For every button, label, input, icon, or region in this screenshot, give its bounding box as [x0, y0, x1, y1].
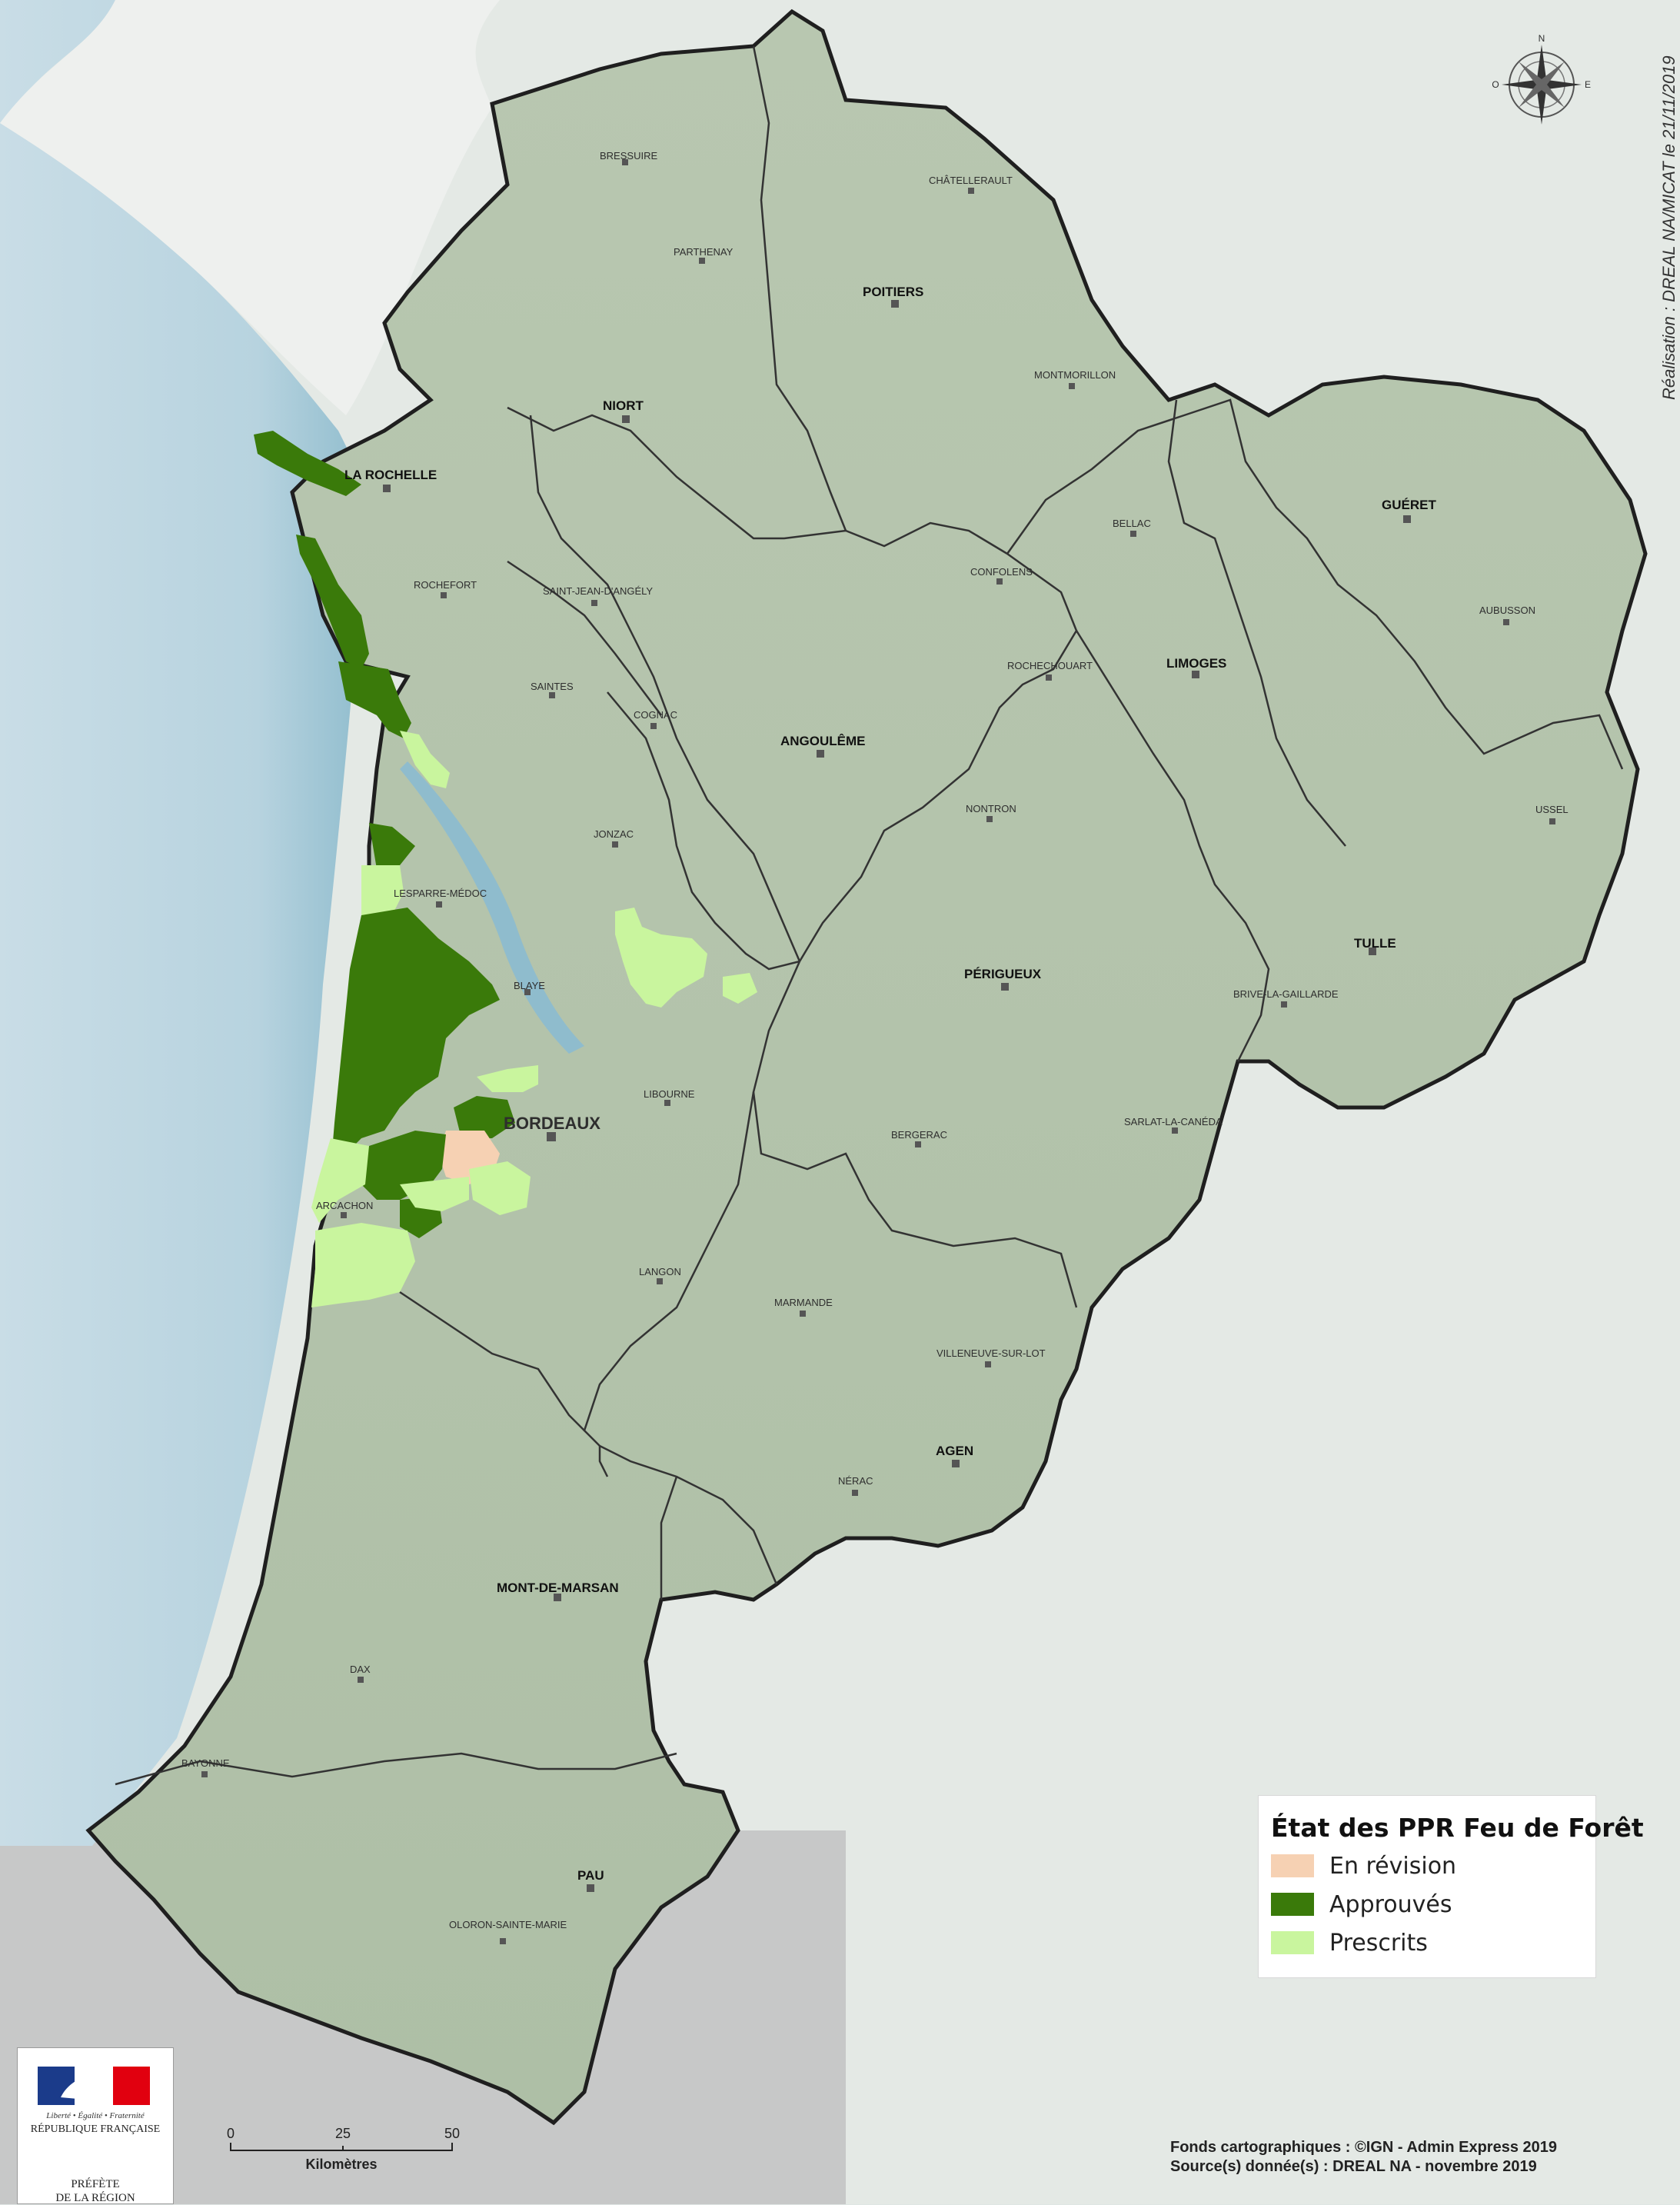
compass-n: N	[1539, 33, 1545, 44]
city-arcachon: ARCACHON	[316, 1200, 373, 1211]
city-cognac: COGNAC	[634, 709, 677, 721]
legend-swatch-prescrits	[1271, 1931, 1314, 1954]
legend-label-prescrits: Prescrits	[1329, 1929, 1428, 1957]
city-langon: LANGON	[639, 1266, 681, 1277]
city-agen: AGEN	[936, 1444, 973, 1458]
city-sarlat: SARLAT-LA-CANÉDA	[1124, 1116, 1223, 1127]
city-mont-de-marsan: MONT-DE-MARSAN	[497, 1580, 619, 1595]
legend-swatch-revision	[1271, 1854, 1314, 1877]
legend-item-prescrits: Prescrits	[1271, 1927, 1583, 1958]
compass-o: O	[1492, 79, 1499, 90]
city-marmande: MARMANDE	[774, 1297, 833, 1308]
logo-motto: Liberté • Égalité • Fraternité	[46, 2111, 145, 2120]
logo-prefet-line2: DE LA RÉGION	[55, 2192, 135, 2204]
city-chatellerault: CHÂTELLERAULT	[929, 175, 1013, 186]
city-confolens: CONFOLENS	[970, 566, 1033, 578]
city-bordeaux: BORDEAUX	[504, 1114, 600, 1133]
city-ussel: USSEL	[1535, 804, 1569, 815]
city-gueret: GUÉRET	[1382, 498, 1436, 512]
production-credit: Réalisation : DREAL NA/MICAT le 21/11/20…	[1644, 46, 1680, 400]
zone-coast-prescribed	[400, 731, 450, 788]
zone-ile-oleron	[296, 535, 369, 669]
zone-dordogne-prescribed-small	[723, 973, 757, 1004]
zone-arcachon-prescribed	[311, 1223, 415, 1307]
city-tulle: TULLE	[1354, 936, 1396, 951]
zone-bordeaux-approved-north	[454, 1096, 515, 1138]
legend: État des PPR Feu de Forêt En révision Ap…	[1258, 1795, 1644, 1978]
city-rochefort: ROCHEFORT	[414, 579, 477, 591]
city-la-rochelle: LA ROCHELLE	[344, 468, 437, 482]
credits-line-2: Source(s) donnée(s) : DREAL NA - novembr…	[1170, 2158, 1537, 2175]
legend-swatch-approuves	[1271, 1893, 1314, 1916]
production-credit-text: Réalisation : DREAL NA/MICAT le 21/11/20…	[1659, 55, 1678, 400]
city-perigueux: PÉRIGUEUX	[964, 967, 1042, 981]
scale-tick-50: 50	[444, 2126, 460, 2141]
city-saintes: SAINTES	[531, 681, 574, 692]
city-rochechouart: ROCHECHOUART	[1007, 660, 1093, 671]
zone-ile-de-re	[254, 431, 361, 496]
city-bergerac: BERGERAC	[891, 1129, 947, 1141]
department-boundaries	[115, 45, 1624, 1786]
city-nerac: NÉRAC	[838, 1475, 873, 1487]
city-poitiers: POITIERS	[863, 285, 923, 299]
zone-coast-approved	[338, 661, 411, 738]
city-nontron: NONTRON	[966, 803, 1016, 814]
zone-west-prescribed	[311, 1138, 369, 1223]
city-angouleme: ANGOULÊME	[780, 734, 866, 748]
logo-prefet: PRÉFÈTE DE LA RÉGION	[22, 2177, 168, 2205]
city-libourne: LIBOURNE	[644, 1088, 695, 1100]
city-limoges: LIMOGES	[1166, 656, 1226, 671]
city-brive: BRIVE-LA-GAILLARDE	[1233, 988, 1339, 1000]
city-saint-jean-dangely: SAINT-JEAN-D'ANGÉLY	[543, 585, 653, 597]
city-montmorillon: MONTMORILLON	[1034, 369, 1116, 381]
logo-republic: RÉPUBLIQUE FRANÇAISE	[30, 2123, 161, 2135]
compass-e: E	[1585, 79, 1591, 90]
credits-line-1: Fonds cartographiques : ©IGN - Admin Exp…	[1170, 2139, 1557, 2156]
city-labels: BRESSUIRE CHÂTELLERAULT PARTHENAY POITIE…	[181, 150, 1569, 1944]
compass-rose: N E O	[1492, 33, 1591, 125]
city-pau: PAU	[577, 1868, 604, 1883]
city-dax: DAX	[350, 1664, 371, 1675]
scale-bar: 0 25 50 Kilomètres	[227, 2126, 460, 2172]
north-land	[0, 0, 500, 415]
data-credits: Fonds cartographiques : ©IGN - Admin Exp…	[1170, 2138, 1557, 2177]
ppr-zones	[254, 431, 757, 1307]
marianne-flag-icon	[38, 2067, 150, 2105]
legend-item-revision: En révision	[1271, 1850, 1583, 1881]
scale-tick-25: 25	[335, 2126, 351, 2141]
legend-label-revision: En révision	[1329, 1852, 1457, 1880]
scale-tick-0: 0	[227, 2126, 235, 2141]
zone-medoc-prescribed-a	[361, 865, 404, 915]
scale-unit: Kilomètres	[305, 2157, 377, 2172]
city-blaye: BLAYE	[514, 980, 545, 991]
republique-francaise-logo: Liberté • Égalité • Fraternité RÉPUBLIQU…	[17, 2047, 174, 2204]
logo-prefet-line1: PRÉFÈTE	[71, 2178, 120, 2190]
zone-south-prescribed	[400, 1177, 469, 1211]
city-parthenay: PARTHENAY	[674, 246, 734, 258]
city-niort: NIORT	[603, 398, 644, 413]
city-bellac: BELLAC	[1113, 518, 1151, 529]
legend-item-approuves: Approuvés	[1271, 1889, 1583, 1920]
city-bayonne: BAYONNE	[181, 1757, 230, 1769]
legend-title: État des PPR Feu de Forêt	[1271, 1813, 1644, 1843]
zone-bordeaux-prescribed-east	[469, 1161, 531, 1215]
city-bressuire: BRESSUIRE	[600, 150, 657, 162]
city-jonzac: JONZAC	[594, 828, 634, 840]
legend-label-approuves: Approuvés	[1329, 1890, 1452, 1918]
zone-bordeaux-prescribed-top	[477, 1065, 538, 1092]
zone-medoc-top-approved	[369, 823, 415, 869]
city-lesparre: LESPARRE-MÉDOC	[394, 888, 487, 899]
city-villeneuve: VILLENEUVE-SUR-LOT	[936, 1347, 1046, 1359]
gironde-estuary	[400, 761, 584, 1054]
city-aubusson: AUBUSSON	[1479, 605, 1535, 616]
city-oloron: OLORON-SAINTE-MARIE	[449, 1919, 567, 1930]
zone-dordogne-prescribed	[615, 908, 707, 1008]
zone-medoc-approved	[327, 908, 500, 1215]
